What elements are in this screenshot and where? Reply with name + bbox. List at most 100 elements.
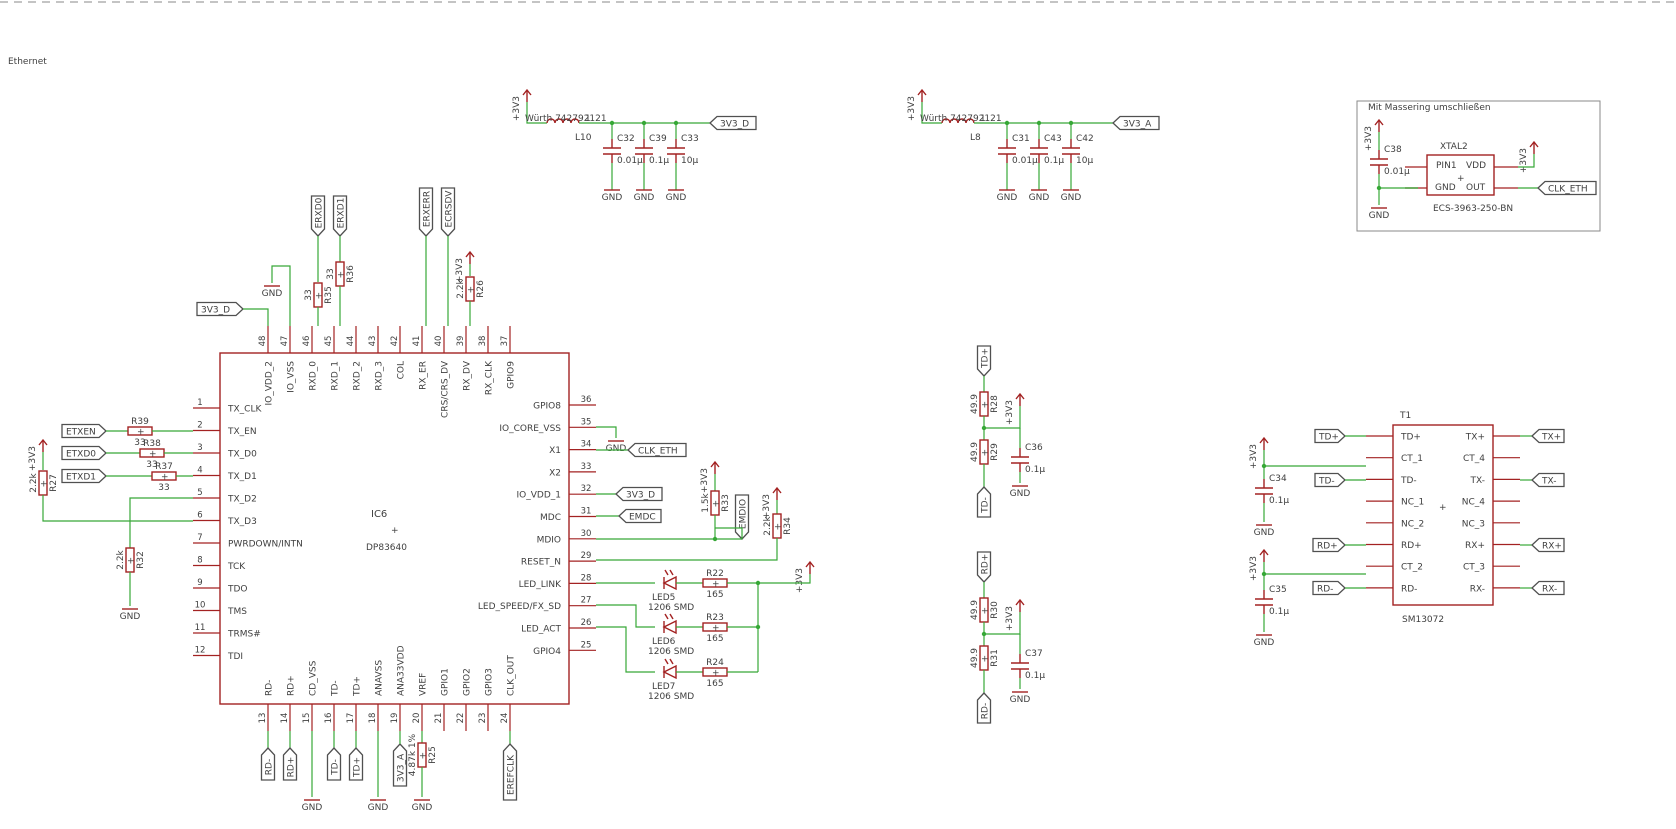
ic-pin-number: 33 (581, 462, 592, 472)
net-label-flag (1531, 428, 1565, 444)
ic-pin-number: 9 (197, 578, 202, 588)
net-label-text: ERXERR (423, 191, 433, 227)
gnd-symbol: GND (1029, 189, 1049, 203)
net-wire (526, 102, 547, 124)
ic-pin-number: 18 (368, 713, 378, 724)
gnd-symbol: GND (1254, 524, 1274, 538)
gnd-text: GND (606, 444, 627, 454)
ic-pin-number: 10 (195, 601, 206, 611)
ic-pin-name: MDC (540, 513, 561, 523)
gnd-symbol: GND (368, 799, 389, 813)
cap-name: C35 (1269, 585, 1287, 595)
resistor-name: R36 (346, 265, 356, 283)
net-label-flag (709, 115, 757, 131)
ic-pin-name: RX_DV (463, 360, 473, 391)
net-label-flag (1314, 472, 1346, 488)
ic-pin-name: TX_D3 (227, 517, 257, 527)
ic-pin-number: 17 (346, 713, 356, 724)
plus-mark: + (712, 580, 720, 590)
led-ray (669, 658, 674, 665)
ic-pin-name: COL (397, 361, 407, 379)
supply-3v3-symbol: +3V3 (1519, 140, 1539, 173)
cap-value: 0.01µ (1012, 156, 1038, 166)
net-label-flag (61, 445, 107, 461)
crystal-pin-name: GND (1435, 183, 1456, 193)
net-label-etxd1: ETXD1 (61, 468, 107, 484)
led-triangle (662, 664, 677, 680)
resistor-value: 165 (706, 634, 723, 644)
supply-arrow (1374, 118, 1384, 126)
supply-text: +3V3 (1519, 148, 1529, 173)
led-ray (664, 569, 669, 576)
plus-mark: + (774, 523, 782, 533)
net-label-text: RD- (981, 703, 991, 719)
ic-pin-name: X1 (549, 446, 561, 456)
ic-pin-number: 28 (581, 573, 592, 583)
net-label-rd-: RD- (976, 692, 992, 724)
supply-text: +3V3 (700, 468, 710, 493)
net-label-3v3-a: 3V3_A (392, 743, 408, 787)
net-label-flag (502, 743, 518, 801)
resistor-value: 49.9 (970, 648, 980, 668)
transformer-pin-name: NC_3 (1462, 519, 1485, 529)
ic-pin-name: TD- (331, 680, 341, 697)
phy-dp83640: IC6DP83640+1TX_CLK2TX_EN3TX_D04TX_D15TX_… (193, 326, 596, 731)
cap-value: 0.1µ (1269, 607, 1289, 617)
net-label-text: ERXD1 (337, 198, 347, 229)
gnd-text: GND (1369, 211, 1390, 221)
net-wire (1263, 562, 1366, 575)
ic-pin-number: 34 (581, 440, 592, 450)
ic-pin-number: 48 (258, 336, 268, 347)
ic-pin-number: 5 (197, 488, 202, 498)
ic-pin-number: 15 (302, 713, 312, 724)
net-label-tx-: TX- (1531, 472, 1565, 488)
ic-pin-name: RESET_N (521, 558, 561, 568)
ic-pin-number: 11 (195, 623, 206, 633)
plus-mark: + (337, 271, 345, 281)
resistor-value: 49.9 (970, 600, 980, 620)
supply-arrow (465, 250, 475, 258)
cap-value: 0.1µ (649, 156, 669, 166)
inductor-name: L8 (970, 133, 981, 143)
cap-name: C36 (1025, 443, 1043, 453)
cap-name: C42 (1076, 134, 1094, 144)
net-label-text: 3V3_D (626, 491, 655, 501)
net-label-rd-: RD+ (976, 551, 992, 583)
ic-pin-number: 14 (280, 713, 290, 724)
net-label-text: TD+ (1318, 433, 1339, 443)
ic-pin-name: CRS/CRS_DV (441, 360, 451, 418)
net-label-flag (976, 486, 992, 518)
crystal-pin-name: PIN1 (1436, 161, 1457, 171)
supply-3v3-symbol: +3V3 (1364, 118, 1384, 151)
net-label-flag (282, 747, 298, 781)
supply-text: +3V3 (1005, 400, 1015, 425)
resistor-name: R30 (990, 601, 1000, 619)
net-label-td-: TD- (326, 747, 342, 781)
ic-pin-name: RX_CLK (485, 360, 495, 395)
transformer-pin-name: TD+ (1400, 433, 1421, 443)
net-label-clk-eth: CLK_ETH (627, 442, 687, 458)
net-label-erxd0: ERXD0 (310, 195, 326, 237)
net-label-text: EMDIO (739, 499, 749, 529)
ic-pin-number: 30 (581, 529, 592, 539)
ic-pin-name: TX_D1 (227, 472, 257, 482)
net-label-flag (615, 486, 663, 502)
resistor-value: 49.9 (970, 394, 980, 414)
net-label-flag (61, 423, 107, 439)
net-label-tx-: TX+ (1531, 428, 1565, 444)
ic-pin-name: GPIO2 (463, 668, 473, 696)
resistor-name: R33 (721, 494, 731, 512)
net-wire (596, 538, 778, 561)
net-label-text: RD- (265, 759, 275, 775)
ic-pin-name: TX_CLK (227, 405, 262, 415)
net-label-text: RD+ (1317, 542, 1338, 552)
ic-pin-number: 7 (197, 533, 202, 543)
gnd-text: GND (368, 803, 389, 813)
resistor-name: R35 (324, 286, 334, 304)
resistor-value: 2.2k (456, 278, 466, 298)
ic-pin-name: TRMS# (227, 630, 261, 640)
